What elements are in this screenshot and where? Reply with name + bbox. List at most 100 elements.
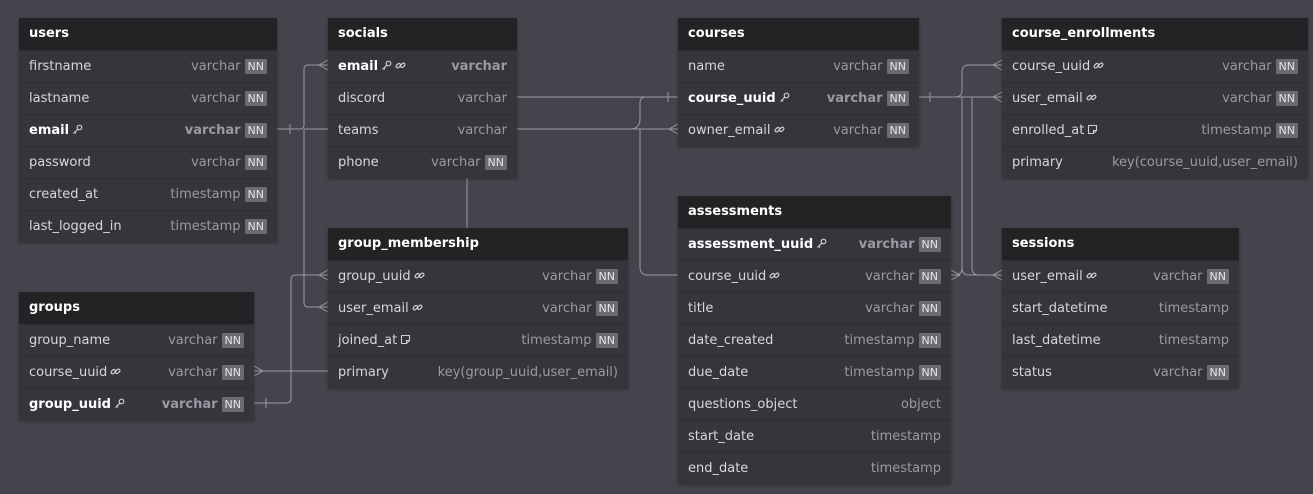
- table-title[interactable]: group_membership: [328, 228, 628, 260]
- field-type: key(group_uuid,user_email): [437, 365, 618, 380]
- table-title[interactable]: course_enrollments: [1002, 18, 1308, 50]
- not-null-badge: NN: [918, 269, 941, 284]
- field-name: name: [688, 59, 725, 74]
- not-null-badge: NN: [1206, 269, 1229, 284]
- field-type: varchar: [451, 59, 507, 74]
- key-icon: [114, 398, 125, 412]
- field-type: timestamp: [844, 365, 915, 380]
- not-null-badge: NN: [1275, 59, 1298, 74]
- field-type: varchar: [542, 301, 592, 316]
- field-name: course_uuid: [29, 365, 108, 380]
- field-name: user_email: [1012, 269, 1083, 284]
- table-title[interactable]: courses: [678, 18, 919, 50]
- table-title[interactable]: assessments: [678, 196, 951, 228]
- table-title[interactable]: groups: [19, 292, 254, 324]
- field-name: created_at: [29, 187, 99, 202]
- field-name: course_uuid: [1012, 59, 1091, 74]
- field-row-start-date[interactable]: start_date timestamp: [678, 420, 951, 452]
- field-name: assessment_uuid: [688, 237, 814, 252]
- not-null-badge: NN: [244, 123, 267, 138]
- not-null-badge: NN: [221, 397, 244, 412]
- field-name: primary: [1012, 155, 1063, 170]
- table-title[interactable]: sessions: [1002, 228, 1239, 260]
- link-icon: [1086, 92, 1097, 106]
- field-type: timestamp: [870, 429, 941, 444]
- not-null-badge: NN: [918, 365, 941, 380]
- link-teams-curve: [629, 96, 647, 130]
- field-name: teams: [338, 123, 379, 138]
- field-type: timestamp: [844, 333, 915, 348]
- field-name: status: [1012, 365, 1052, 380]
- field-name: start_date: [688, 429, 755, 444]
- not-null-badge: NN: [244, 59, 267, 74]
- field-name: user_email: [1012, 91, 1083, 106]
- table-title[interactable]: socials: [328, 18, 517, 50]
- field-type: varchar: [457, 91, 507, 106]
- table-title[interactable]: users: [19, 18, 277, 50]
- field-name: lastname: [29, 91, 90, 106]
- field-name: joined_at: [338, 333, 398, 348]
- field-type: varchar: [168, 333, 218, 348]
- not-null-badge: NN: [918, 237, 941, 252]
- field-type: varchar: [184, 123, 241, 138]
- link-icon: [412, 302, 423, 316]
- many-marker: [318, 59, 329, 71]
- key-icon: [72, 124, 83, 138]
- field-name: email: [29, 123, 70, 138]
- not-null-badge: NN: [886, 91, 909, 106]
- field-name: user_email: [338, 301, 409, 316]
- field-type: varchar: [191, 155, 241, 170]
- field-type: varchar: [1153, 269, 1203, 284]
- field-name: primary: [338, 365, 389, 380]
- field-name: start_datetime: [1012, 301, 1108, 316]
- not-null-badge: NN: [221, 333, 244, 348]
- field-type: varchar: [865, 301, 915, 316]
- not-null-badge: NN: [595, 269, 618, 284]
- field-name: password: [29, 155, 91, 170]
- field-row-primary[interactable]: primary key(group_uuid,user_email): [328, 356, 628, 388]
- field-type: varchar: [858, 237, 915, 252]
